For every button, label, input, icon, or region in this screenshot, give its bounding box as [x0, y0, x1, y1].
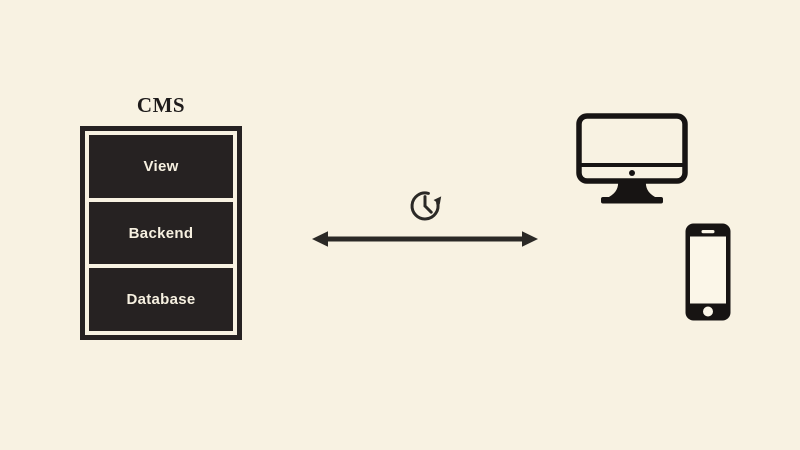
cms-layer-backend: Backend — [89, 201, 233, 265]
cms-title: CMS — [136, 93, 186, 117]
smartphone-icon — [685, 223, 731, 321]
clock-refresh-icon — [410, 191, 442, 221]
cms-layer-view: View — [89, 135, 233, 198]
cms-box: View Backend Database — [80, 126, 242, 340]
double-headed-arrow-icon — [312, 231, 538, 247]
desktop-monitor-icon — [576, 113, 688, 204]
cms-layer-database: Database — [89, 268, 233, 332]
